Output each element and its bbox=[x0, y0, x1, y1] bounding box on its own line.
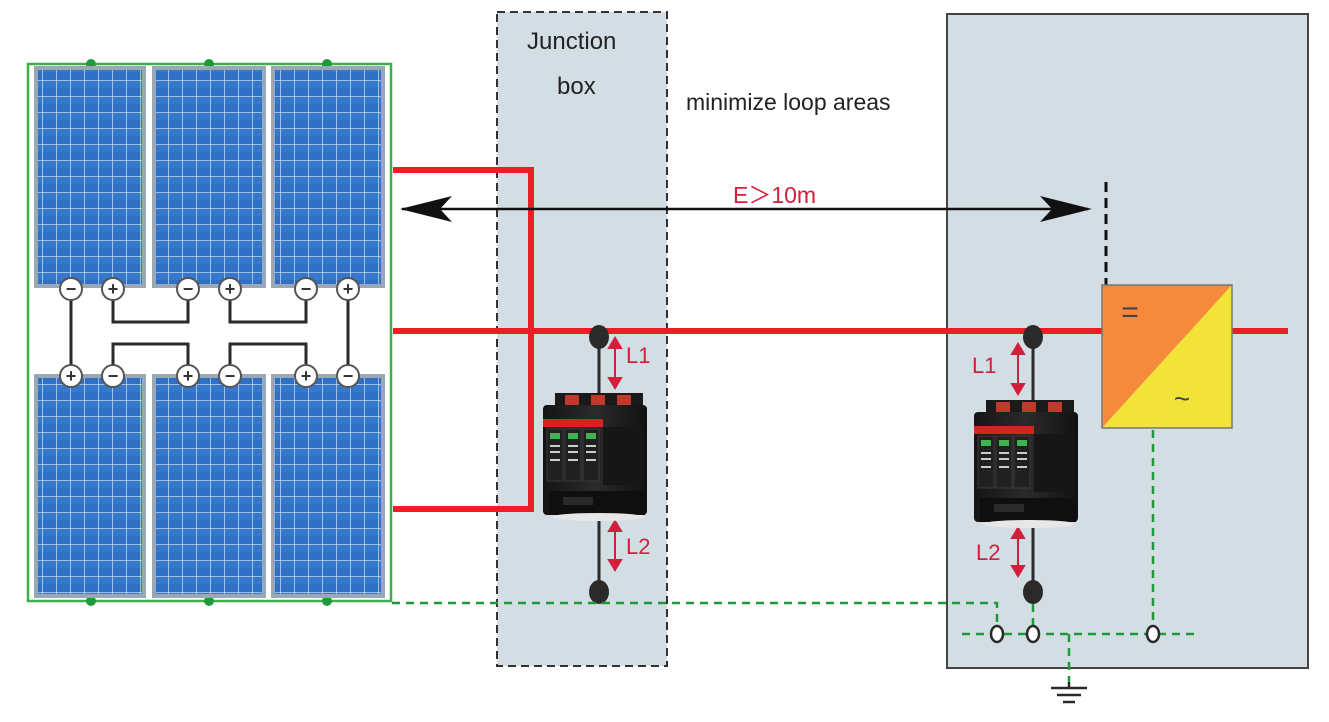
positive-terminal-icon: + bbox=[294, 364, 318, 388]
svg-text:+: + bbox=[66, 366, 77, 386]
solar-panel-icon bbox=[271, 374, 385, 598]
surge-protector-icon bbox=[974, 400, 1078, 528]
svg-text:−: − bbox=[301, 279, 312, 299]
inverter-l2-label: L2 bbox=[976, 540, 1001, 565]
solar-panel-icon bbox=[152, 66, 266, 288]
svg-text:+: + bbox=[343, 279, 354, 299]
earth-bonding-rings bbox=[989, 624, 1161, 644]
surge-protector-icon bbox=[543, 393, 647, 521]
inverter-l1-label: L1 bbox=[972, 353, 997, 378]
positive-terminal-icon: + bbox=[218, 277, 242, 301]
junction-box-title-line1: Junction bbox=[527, 28, 617, 55]
distance-arrow bbox=[400, 196, 1092, 222]
svg-text:−: − bbox=[225, 366, 236, 386]
positive-terminal-icon: + bbox=[176, 364, 200, 388]
panel-terminals: − + − + − + + − + − + − bbox=[59, 277, 360, 388]
jb-l2-label: L2 bbox=[626, 534, 651, 559]
ac-symbol: ~ bbox=[1174, 383, 1190, 414]
loop-area-note: minimize loop areas bbox=[686, 89, 891, 115]
inverter-spd-branch bbox=[1010, 325, 1043, 604]
solar-panel-icon bbox=[34, 374, 146, 598]
svg-text:+: + bbox=[225, 279, 236, 299]
negative-terminal-icon: − bbox=[101, 364, 125, 388]
panel-series-wiring bbox=[69, 289, 350, 376]
svg-text:−: − bbox=[66, 279, 77, 299]
solar-panel-icon bbox=[152, 374, 266, 598]
svg-text:+: + bbox=[301, 366, 312, 386]
dc-symbol: = bbox=[1121, 296, 1139, 329]
svg-text:−: − bbox=[183, 279, 194, 299]
positive-terminal-icon: + bbox=[101, 277, 125, 301]
jb-spd-branch bbox=[589, 325, 623, 604]
solar-panel-icon bbox=[271, 66, 385, 288]
svg-text:+: + bbox=[108, 279, 119, 299]
svg-text:−: − bbox=[343, 366, 354, 386]
earthing-lines bbox=[392, 430, 1200, 682]
solar-panels bbox=[34, 66, 385, 598]
negative-terminal-icon: − bbox=[294, 277, 318, 301]
negative-terminal-icon: − bbox=[336, 364, 360, 388]
negative-terminal-icon: − bbox=[218, 364, 242, 388]
solar-panel-icon bbox=[34, 66, 146, 288]
svg-text:−: − bbox=[108, 366, 119, 386]
jb-l1-label: L1 bbox=[626, 343, 651, 368]
negative-terminal-icon: − bbox=[176, 277, 200, 301]
negative-terminal-icon: − bbox=[59, 277, 83, 301]
positive-terminal-icon: + bbox=[336, 277, 360, 301]
junction-box-enclosure bbox=[496, 11, 668, 667]
junction-box-title-line2: box bbox=[557, 73, 596, 100]
inverter-icon: = ~ bbox=[1101, 284, 1233, 429]
ground-icon bbox=[1051, 682, 1087, 704]
distance-label: E＞10m bbox=[733, 182, 817, 208]
svg-text:+: + bbox=[183, 366, 194, 386]
positive-terminal-icon: + bbox=[59, 364, 83, 388]
